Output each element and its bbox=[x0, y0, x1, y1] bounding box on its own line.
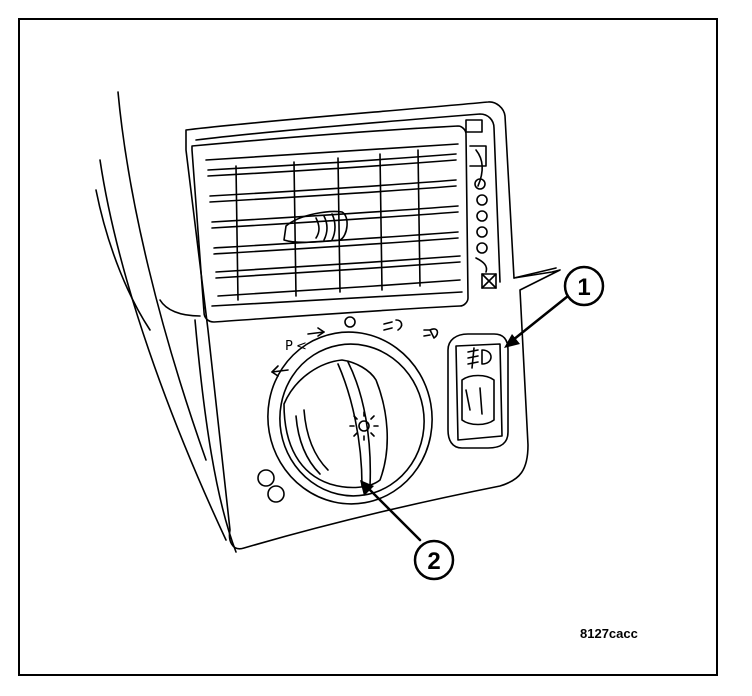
callout-2-arrowhead bbox=[360, 480, 374, 496]
callout-1-leader bbox=[506, 294, 570, 346]
dash-edge-inner bbox=[99, 159, 227, 541]
callout-1-circle bbox=[563, 265, 605, 307]
callout-2-leader bbox=[362, 482, 422, 542]
figure-id: 8127cacc bbox=[580, 626, 638, 641]
vent-adjuster bbox=[283, 210, 348, 244]
dimmer-column bbox=[465, 119, 497, 289]
headlamp-knob bbox=[283, 359, 388, 489]
dash-edge-outer bbox=[117, 91, 207, 461]
callout-2-circle bbox=[413, 539, 455, 581]
callout-1-arrowhead bbox=[504, 334, 520, 348]
park-arrow-symbol: < bbox=[296, 339, 307, 354]
fog-lamp-switch bbox=[447, 333, 509, 449]
callout-1-label: 1 bbox=[577, 274, 590, 301]
small-button-lower bbox=[267, 485, 285, 503]
headlamp-knob-assembly bbox=[267, 331, 433, 505]
vent-housing bbox=[191, 125, 469, 323]
small-button-upper bbox=[257, 469, 275, 487]
park-position-label: P bbox=[285, 339, 293, 354]
vent-louvres bbox=[207, 149, 461, 301]
bezel-outline bbox=[185, 101, 561, 550]
dash-edge-left bbox=[95, 189, 151, 331]
callout-2-label: 2 bbox=[427, 548, 440, 575]
knob-headlamp-symbol bbox=[349, 411, 379, 441]
diagram-frame bbox=[18, 18, 718, 676]
